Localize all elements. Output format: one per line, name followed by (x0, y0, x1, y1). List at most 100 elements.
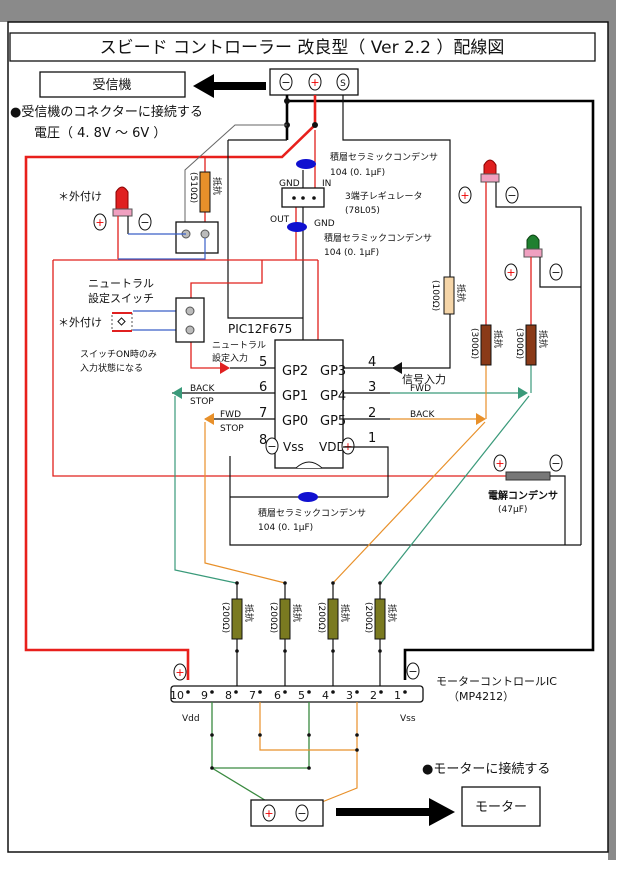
gp0-label-stop: STOP (220, 424, 244, 434)
ceramic-cap-3-value: 104 (0. 1μF) (258, 523, 313, 533)
pin-num-6: 6 (259, 380, 267, 395)
power-wire (24, 95, 318, 680)
svg-text:−: − (507, 189, 516, 202)
ceramic-cap-1-name: 積層セラミックコンデンサ (330, 151, 438, 163)
svg-text:S: S (340, 79, 346, 89)
pin-vdd: VDD (319, 440, 346, 454)
motor-box (461, 786, 541, 827)
motor-ic-name: モーターコントロールIC (436, 675, 557, 688)
resistor-200-value: (200Ω) (363, 602, 373, 633)
neutral-input-arrow-icon (220, 362, 230, 374)
regulator-part: (78L05) (345, 206, 380, 216)
resistor-200 (279, 598, 291, 640)
motor-ic-pin-9: 9 (201, 689, 208, 702)
svg-text:+: + (95, 216, 104, 229)
receiver-label: 受信機 (92, 78, 131, 93)
resistor-300-red-label: 抵抗 (492, 330, 504, 348)
svg-text:−: − (267, 440, 276, 453)
pin-gp5: GP5 (320, 414, 346, 429)
vss-minus: − (265, 437, 279, 455)
svg-text:−: − (551, 266, 560, 279)
motor-ic-vdd: Vdd (182, 714, 200, 724)
resistor-200-label: 抵抗 (243, 604, 255, 622)
resistor-200-label: 抵抗 (291, 604, 303, 622)
gp5-arrow-icon (476, 413, 486, 425)
motor-connect-note: ●モーターに接続する (422, 761, 550, 777)
resistor-100 (443, 276, 455, 315)
pin-gp1: GP1 (282, 389, 308, 404)
resistor-300-red (480, 324, 492, 366)
arrow-to-motor-icon (336, 798, 455, 826)
resistor-510-label: 抵抗 (211, 177, 223, 195)
title-box (9, 32, 596, 62)
gp5-orange-wire (332, 421, 486, 584)
led-ground-wire (184, 124, 287, 230)
ceramic-cap-2-value: 104 (0. 1μF) (324, 248, 379, 258)
ceramic-capacitor-1 (296, 159, 316, 169)
signal-input-arrow-icon (392, 362, 402, 374)
resistor-510 (199, 171, 211, 213)
gp4-arrow-icon (518, 387, 528, 399)
ceramic-cap-2-name: 積層セラミックコンデンサ (324, 232, 432, 244)
pin-num-1: 1 (368, 431, 376, 446)
motor-ic-pin-3: 3 (346, 689, 353, 702)
power-led-external-label: ＊外付け (58, 190, 102, 203)
regulator-out-label: OUT (270, 215, 290, 225)
electrolytic-plus: + (493, 454, 507, 472)
motor-terminal-minus: − (295, 804, 309, 822)
pin-gp4: GP4 (320, 389, 346, 404)
svg-text:−: − (140, 216, 149, 229)
neutral-switch-title-2: 設定スイッチ (88, 291, 154, 305)
resistor-100-label: 抵抗 (455, 284, 467, 302)
pin-num-7: 7 (259, 406, 267, 421)
motor-terminal-plus: + (262, 804, 276, 822)
motor-connector (250, 799, 324, 827)
red-led-icon (480, 159, 500, 183)
electrolytic-minus: − (549, 454, 563, 472)
resistor-300-green-value: (300Ω) (514, 328, 524, 359)
neutral-input-wire (190, 260, 263, 369)
gp1-arrow-icon (172, 387, 182, 399)
neutral-input-label-2: 設定入力 (212, 352, 248, 364)
resistor-200 (231, 598, 243, 640)
svg-text:+: + (264, 807, 273, 820)
gp1-green-wire (174, 396, 237, 584)
receiver-terminal-signal: S (336, 73, 350, 91)
pic-name: PIC12F675 (228, 322, 292, 336)
led-blue-wire-2 (118, 238, 206, 260)
receiver-box (39, 71, 186, 98)
five-volt-left (52, 260, 506, 477)
resistor-200-label: 抵抗 (339, 604, 351, 622)
motor-ic-pin-10: 10 (170, 689, 184, 702)
neutral-switch-external-label: ＊外付け (58, 316, 102, 329)
receiver-terminal-minus: − (279, 73, 293, 91)
gp0-label-fwd: FWD (220, 410, 241, 420)
electrolytic-cap-value: (47μF) (498, 505, 527, 515)
gp1-label-back: BACK (190, 384, 215, 394)
svg-text:+: + (460, 189, 469, 202)
motor-ic-pin-5: 5 (298, 689, 305, 702)
pin-num-3: 3 (368, 380, 376, 395)
svg-text:−: − (281, 76, 290, 89)
red-led-plus: + (458, 186, 472, 204)
power-led-connector (175, 221, 219, 254)
arrow-to-receiver-icon (193, 74, 266, 98)
ceramic-cap-3-name: 積層セラミックコンデンサ (258, 507, 366, 519)
svg-text:−: − (297, 807, 306, 820)
ceramic-capacitor-3 (298, 492, 318, 502)
resistor-510-value: (510Ω) (188, 172, 198, 203)
regulator-in-label: IN (322, 179, 331, 189)
svg-text:+: + (175, 666, 184, 679)
page-title: スビード コントローラー 改良型（ Ver 2.2 ）配線図 (100, 38, 505, 58)
motor-ic-pin-6: 6 (274, 689, 281, 702)
neutral-switch-title-1: ニュートラル (88, 277, 154, 290)
resistor-200-label: 抵抗 (386, 604, 398, 622)
neutral-switch-note-2: 入力状態になる (80, 362, 143, 374)
pin-num-5: 5 (259, 355, 267, 370)
frame-shadow-top (0, 0, 616, 22)
motor-ic-part: （MP4212） (448, 690, 514, 703)
green-led-icon (523, 234, 543, 258)
ground-wire (284, 95, 595, 680)
resistor-200-group: (200Ω)抵抗(200Ω)抵抗(200Ω)抵抗(200Ω)抵抗 (220, 581, 398, 686)
svg-text:+: + (310, 76, 319, 89)
